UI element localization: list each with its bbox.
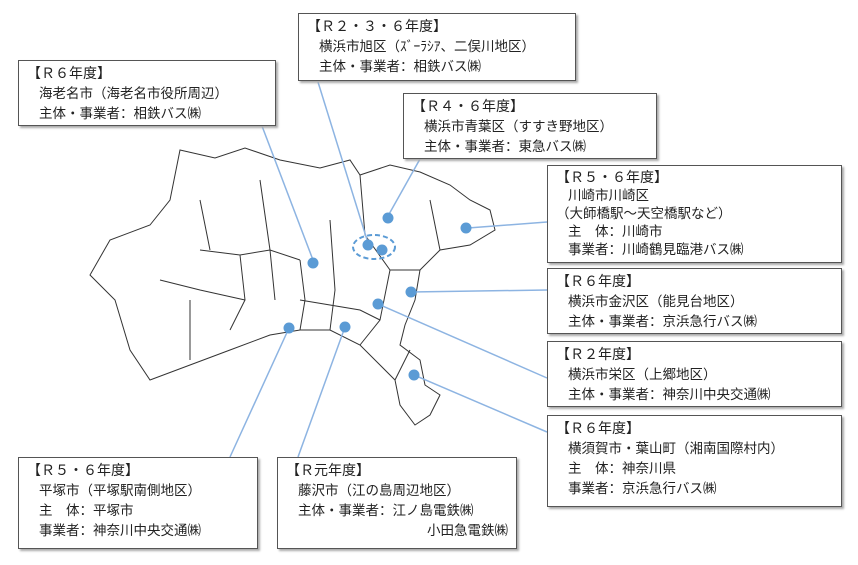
callout-year: 【Ｒ２年度】	[556, 347, 640, 363]
callout-fujisawa: 【Ｒ元年度】 藤沢市（江の島周辺地区） 主体・事業者：江ノ島電鉄㈱ 小田急電鉄㈱	[277, 457, 517, 549]
callout-sakae: 【Ｒ２年度】 横浜市栄区（上郷地区） 主体・事業者：神奈川中央交通㈱	[547, 341, 842, 407]
dot-asahi-2	[376, 244, 388, 256]
callout-line: 事業者：神奈川中央交通㈱	[39, 523, 201, 539]
callout-line: 小田急電鉄㈱	[427, 523, 508, 539]
callout-year: 【Ｒ４・６年度】	[412, 99, 524, 115]
dot-fujisawa	[339, 321, 351, 333]
callout-line: 主 体：神奈川県	[568, 461, 676, 477]
callout-yokosuka: 【Ｒ６年度】 横須賀市・葉山町（湘南国際村内） 主 体：神奈川県 事業者：京浜急…	[547, 415, 842, 507]
callout-year: 【Ｒ２・３・６年度】	[307, 19, 447, 35]
callout-year: 【Ｒ５・６年度】	[27, 463, 139, 479]
callout-line: 主体・事業者：相鉄バス㈱	[39, 106, 201, 122]
dot-asahi-1	[362, 239, 374, 251]
callout-line: 主 体：平塚市	[39, 503, 134, 519]
callout-line: 海老名市（海老名市役所周辺）	[39, 86, 228, 102]
prefecture-border	[89, 147, 496, 426]
callout-line: 事業者：川崎鶴見臨港バス㈱	[568, 242, 744, 258]
callout-line: 主体・事業者：京浜急行バス㈱	[568, 314, 757, 330]
callout-line: 横浜市金沢区（能見台地区）	[568, 294, 744, 310]
dot-kawasaki	[460, 222, 472, 234]
callout-line: 横浜市青葉区（すすき野地区）	[424, 119, 613, 135]
dot-aoba	[382, 212, 394, 224]
callout-line: 主体・事業者：江ノ島電鉄㈱	[298, 503, 474, 519]
callout-year: 【Ｒ６年度】	[556, 274, 640, 290]
location-dots	[283, 212, 472, 381]
dot-ebina	[307, 257, 319, 269]
leader-lines	[229, 81, 548, 458]
callout-aoba: 【Ｒ４・６年度】 横浜市青葉区（すすき野地区） 主体・事業者：東急バス㈱	[403, 93, 657, 159]
callout-year: 【Ｒ６年度】	[27, 66, 111, 82]
callout-line: （大師橋駅～天空橋駅など）	[556, 206, 732, 222]
callout-hiratsuka: 【Ｒ５・６年度】 平塚市（平塚駅南側地区） 主 体：平塚市 事業者：神奈川中央交…	[18, 457, 258, 549]
dot-sakae	[372, 298, 384, 310]
callout-year: 【Ｒ元年度】	[286, 463, 370, 479]
callout-line: 横浜市栄区（上郷地区）	[568, 367, 717, 383]
dot-kanazawa	[405, 286, 417, 298]
asahi-area-ring	[352, 234, 396, 260]
callout-line: 横須賀市・葉山町（湘南国際村内）	[568, 441, 784, 457]
callout-kanazawa: 【Ｒ６年度】 横浜市金沢区（能見台地区） 主体・事業者：京浜急行バス㈱	[547, 268, 842, 334]
callout-line: 藤沢市（江の島周辺地区）	[298, 483, 460, 499]
municipal-borders	[159, 174, 441, 381]
callout-year: 【Ｒ５・６年度】	[556, 170, 668, 186]
callout-asahi: 【Ｒ２・３・６年度】 横浜市旭区（ｽﾞｰﾗｼｱ、二俣川地区） 主体・事業者：相鉄…	[298, 13, 576, 81]
callout-kawasaki: 【Ｒ５・６年度】 川崎市川崎区 （大師橋駅～天空橋駅など） 主 体：川崎市 事業…	[547, 165, 842, 263]
callout-line: 事業者：京浜急行バス㈱	[568, 481, 717, 497]
callout-ebina: 【Ｒ６年度】 海老名市（海老名市役所周辺） 主体・事業者：相鉄バス㈱	[18, 60, 276, 126]
callout-line: 主体・事業者：相鉄バス㈱	[319, 59, 481, 75]
dot-yokosuka	[408, 369, 420, 381]
callout-year: 【Ｒ６年度】	[556, 421, 640, 437]
dot-hiratsuka	[283, 322, 295, 334]
callout-line: 川崎市川崎区	[568, 188, 649, 204]
callout-line: 主体・事業者：神奈川中央交通㈱	[568, 387, 771, 403]
callout-line: 横浜市旭区（ｽﾞｰﾗｼｱ、二俣川地区）	[319, 39, 535, 55]
callout-line: 主 体：川崎市	[568, 224, 663, 240]
callout-line: 主体・事業者：東急バス㈱	[424, 139, 586, 155]
callout-line: 平塚市（平塚駅南側地区）	[39, 483, 201, 499]
